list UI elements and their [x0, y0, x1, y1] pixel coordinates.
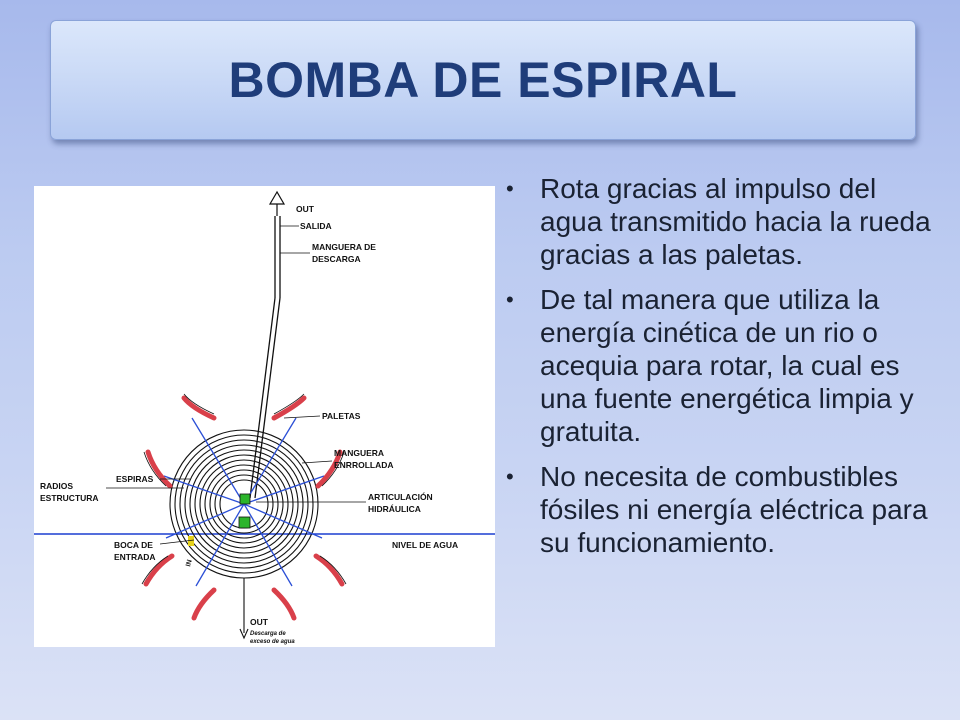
spiral-pump-diagram: OUT SALIDA MANGUERA DE DESCARGA PALETAS …: [34, 186, 495, 647]
paddles: [143, 395, 345, 621]
label-manguera-descarga-2: DESCARGA: [312, 254, 361, 264]
hydraulic-joint: [188, 493, 251, 546]
label-nivel-agua: NIVEL DE AGUA: [392, 540, 458, 550]
bullet-item: • Rota gracias al impulso del agua trans…: [506, 172, 946, 271]
bullet-list: • Rota gracias al impulso del agua trans…: [506, 172, 946, 571]
diagram-labels: OUT SALIDA MANGUERA DE DESCARGA PALETAS …: [40, 204, 458, 645]
label-manguera-enrollada-1: MANGUERA: [334, 448, 384, 458]
label-boca-2: ENTRADA: [114, 552, 156, 562]
label-radios-2: ESTRUCTURA: [40, 493, 99, 503]
bottom-outlet: [239, 578, 249, 640]
bullet-item: • De tal manera que utiliza la energía c…: [506, 283, 946, 448]
label-salida: SALIDA: [300, 221, 332, 231]
paddle-edges: [141, 393, 347, 585]
label-articulacion-1: ARTICULACIÓN: [368, 491, 433, 502]
discharge-hose: [249, 216, 281, 499]
label-manguera-descarga-1: MANGUERA DE: [312, 242, 376, 252]
label-descarga-1: Descarga de: [250, 631, 286, 637]
label-leaders: [106, 225, 366, 545]
slide-title: BOMBA DE ESPIRAL: [228, 52, 738, 108]
label-espiras: ESPIRAS: [116, 474, 154, 484]
label-out: OUT: [296, 204, 315, 214]
bullet-dot-icon: •: [506, 287, 514, 312]
structure-spokes: [163, 417, 325, 587]
outlet-arrow-icon: [268, 190, 286, 216]
bullet-dot-icon: •: [506, 176, 514, 201]
label-manguera-enrollada-2: ENRROLLADA: [334, 460, 394, 470]
title-box: BOMBA DE ESPIRAL: [50, 20, 916, 140]
diagram-svg: OUT SALIDA MANGUERA DE DESCARGA PALETAS …: [34, 190, 495, 645]
bullet-text: De tal manera que utiliza la energía cin…: [540, 284, 914, 447]
label-boca-1: BOCA DE: [114, 540, 153, 550]
bullet-dot-icon: •: [506, 464, 514, 489]
bullet-item: • No necesita de combustibles fósiles ni…: [506, 460, 946, 559]
bullet-text: Rota gracias al impulso del agua transmi…: [540, 173, 931, 270]
label-radios-1: RADIOS: [40, 481, 73, 491]
label-paletas: PALETAS: [322, 411, 361, 421]
bullet-text: No necesita de combustibles fósiles ni e…: [540, 461, 928, 558]
label-descarga-2: exceso de agua: [250, 639, 295, 645]
label-out-bottom: OUT: [250, 617, 269, 627]
spiral-coils: [169, 429, 319, 579]
label-articulacion-2: HIDRÁULICA: [368, 504, 421, 514]
label-in: IN: [185, 559, 194, 568]
